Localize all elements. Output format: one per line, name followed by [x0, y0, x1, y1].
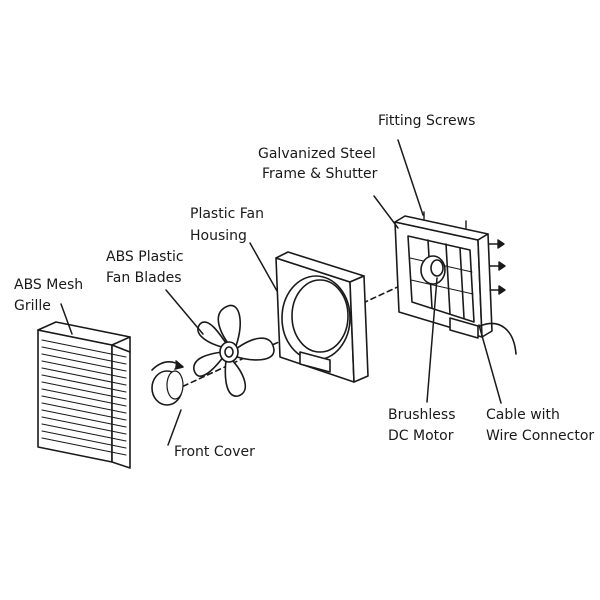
- cable: [479, 322, 517, 355]
- label-motor-line2: DC Motor: [388, 428, 454, 444]
- label-grille-line1: ABS Mesh: [14, 277, 83, 293]
- label-motor-line1: Brushless: [388, 407, 456, 423]
- leader-lines: [60, 139, 502, 446]
- fitting-screws: [423, 211, 506, 295]
- fan-blades: [193, 304, 275, 397]
- label-housing-line2: Housing: [190, 228, 247, 244]
- dc-motor: [420, 255, 446, 285]
- label-front-cover: Front Cover: [174, 444, 255, 460]
- grille-slats: [41, 339, 127, 456]
- label-fitting-screws: Fitting Screws: [378, 113, 475, 129]
- label-frame-line1: Galvanized Steel: [258, 146, 376, 162]
- label-cable-line2: Wire Connector: [486, 428, 594, 444]
- label-frame-line2: Frame & Shutter: [262, 166, 378, 182]
- label-blades-line1: ABS Plastic: [106, 249, 184, 265]
- front-cover: [151, 370, 184, 406]
- text-labels: Fitting Screws Galvanized Steel Frame & …: [14, 113, 594, 460]
- label-blades-line2: Fan Blades: [106, 270, 182, 286]
- fan-housing: [275, 251, 369, 383]
- label-cable-line1: Cable with: [486, 407, 560, 423]
- rotation-arrow-icon: [151, 360, 184, 371]
- mesh-grille: [37, 321, 131, 469]
- steel-frame: [394, 211, 506, 339]
- label-grille-line2: Grille: [14, 298, 51, 314]
- label-housing-line1: Plastic Fan: [190, 206, 264, 222]
